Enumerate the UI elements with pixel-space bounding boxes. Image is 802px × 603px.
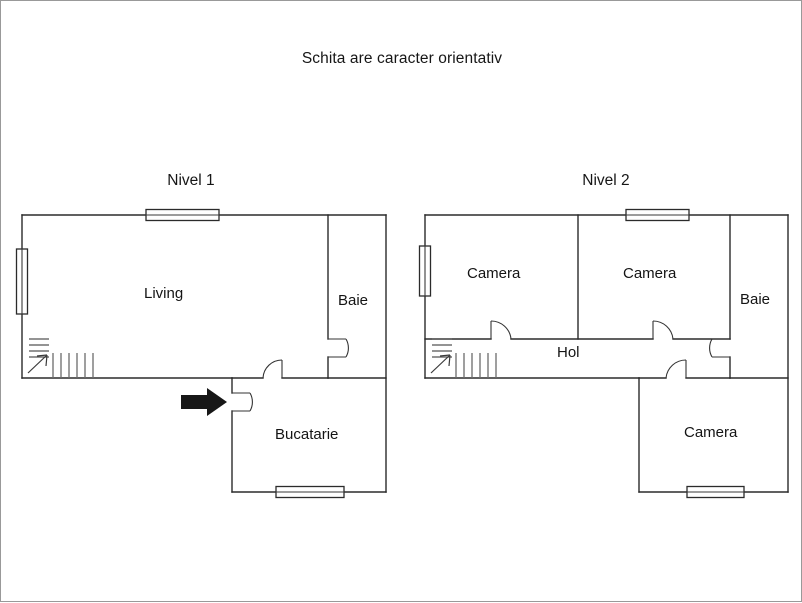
window-n2-camera3-bottom	[686, 485, 745, 499]
window-n1-left	[15, 248, 29, 315]
window-n2-top	[625, 208, 690, 222]
window-n2-left	[418, 245, 432, 297]
page-title: Schita are caracter orientativ	[301, 50, 503, 67]
window-n1-bucatarie-bottom	[275, 485, 345, 499]
entrance-arrow-icon	[181, 388, 227, 416]
room-label-camera-1: Camera	[467, 265, 521, 282]
level-2-plan	[418, 208, 789, 499]
room-label-baie-nivel-2: Baie	[740, 291, 771, 308]
stairs-up-icon-n2	[430, 338, 497, 378]
level-1-heading: Nivel 1	[167, 172, 215, 189]
stairs-up-icon-n1	[27, 338, 94, 378]
room-label-living: Living	[144, 285, 184, 302]
room-label-camera-3: Camera	[684, 424, 738, 441]
door-n1-entrance	[232, 392, 253, 412]
door-n2-baie	[709, 338, 730, 358]
door-n1-bucatarie-interior	[262, 359, 283, 379]
door-n1-baie	[328, 338, 349, 358]
level-1-plan	[15, 208, 387, 499]
room-label-hol: Hol	[557, 344, 580, 361]
room-label-bucatarie: Bucatarie	[275, 426, 339, 443]
door-n2-camera-1	[490, 320, 512, 340]
level-2-heading: Nivel 2	[582, 172, 630, 189]
window-n1-top	[145, 208, 220, 222]
door-n2-camera-3	[665, 359, 687, 379]
door-n2-camera-2	[652, 320, 674, 340]
room-label-camera-2: Camera	[623, 265, 677, 282]
room-label-baie-nivel-1: Baie	[338, 292, 369, 309]
